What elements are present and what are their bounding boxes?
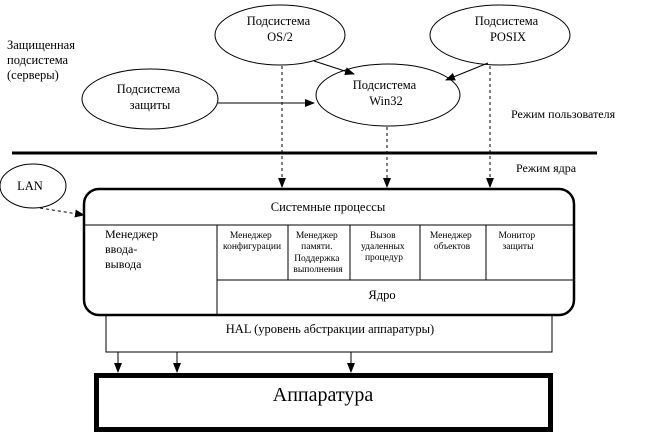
svg-text:HAL (уровень абстракции аппара: HAL (уровень абстракции аппаратуры) (226, 322, 434, 336)
subsystem-security: Подсистема защиты (81, 68, 219, 130)
system-processes-label: Системные процессы (271, 200, 386, 214)
subsystem-posix: Подсистема POSIX (429, 4, 571, 66)
subsystem-os2: Подсистема OS/2 (214, 4, 346, 66)
svg-text:Подсистема защиты: Подсистема защиты (117, 82, 184, 112)
subsystem-win32: Подсистема Win32 (315, 63, 461, 127)
dashed-arrow-lan-to-executive (39, 207, 85, 218)
security-monitor-label: Монитор защиты (498, 231, 537, 252)
svg-text:LAN: LAN (17, 179, 43, 193)
memory-manager-label: Менеджер памяти. Поддержка выполнения (293, 231, 343, 275)
hardware-layer: Аппаратура (94, 373, 553, 432)
svg-text:Подсистема POSIX: Подсистема POSIX (475, 14, 542, 44)
protected-subsystem-label: Защищенная подсистема (серверы) (7, 38, 78, 82)
config-manager-label: Менеджер конфигурации (223, 231, 281, 252)
user-mode-label: Режим пользователя (511, 107, 616, 121)
svg-text:Подсистема Win32: Подсистема Win32 (353, 78, 420, 108)
kernel-label: Ядро (368, 288, 395, 302)
rpc-label: Вызов удаленных процедур (361, 231, 407, 263)
io-manager-label: Менеджер ввода- вывода (105, 227, 161, 271)
svg-text:Аппаратура: Аппаратура (273, 384, 374, 406)
object-manager-label: Менеджер объектов (430, 231, 474, 252)
executive-box (82, 187, 576, 317)
svg-text:Подсистема OS/2: Подсистема OS/2 (247, 14, 314, 44)
arrow-os2-to-win32 (313, 60, 355, 76)
lan-node: LAN (0, 163, 67, 209)
arrow-posix-to-win32 (445, 62, 489, 81)
kernel-mode-label: Режим ядра (516, 161, 577, 175)
